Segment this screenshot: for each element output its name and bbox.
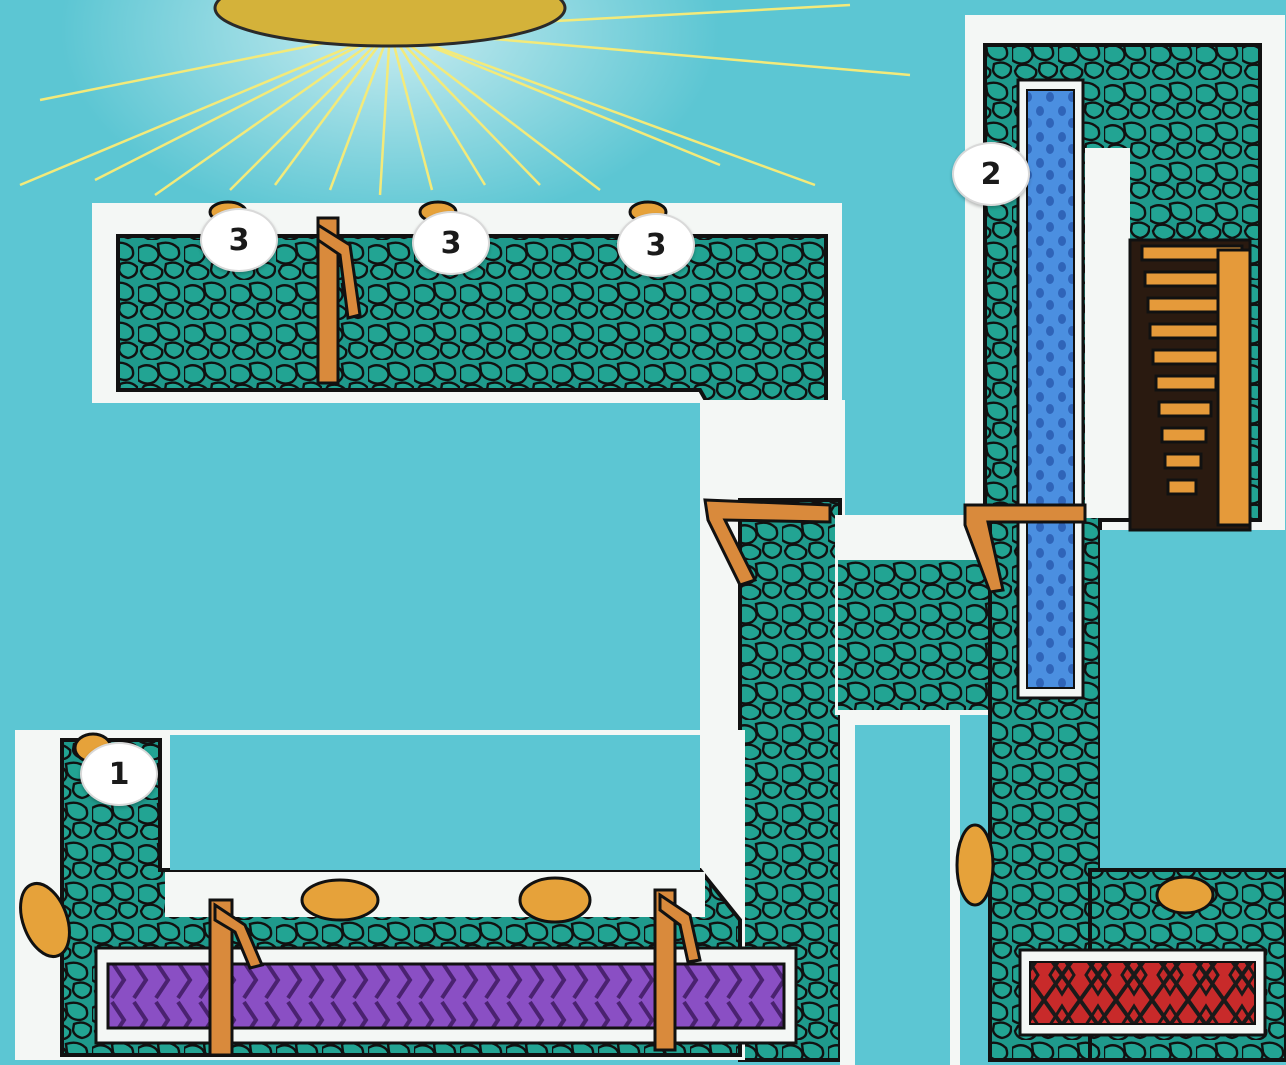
marker-3-left[interactable]: 3 bbox=[200, 208, 278, 272]
sun-icon bbox=[20, 0, 910, 230]
marker-3-middle[interactable]: 3 bbox=[412, 211, 490, 275]
marker-3-right[interactable]: 3 bbox=[617, 213, 695, 277]
staircase-icon bbox=[1130, 240, 1250, 530]
marker-2[interactable]: 2 bbox=[952, 142, 1030, 206]
marker-1[interactable]: 1 bbox=[80, 742, 158, 806]
patterned-rug-icon bbox=[1020, 950, 1265, 1035]
